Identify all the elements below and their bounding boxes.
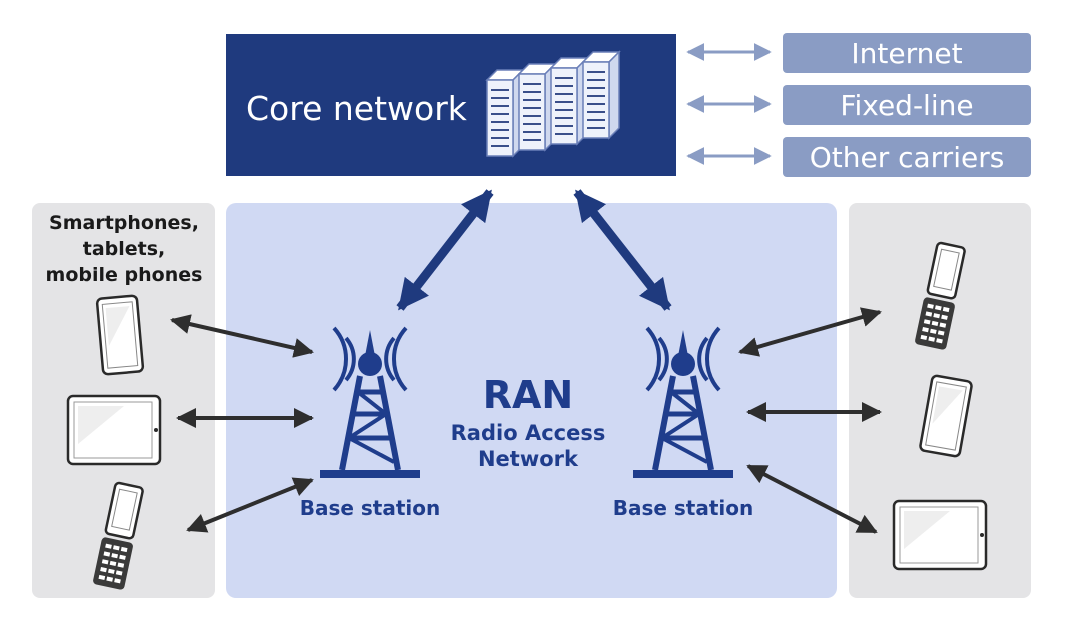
internet-box bbox=[783, 33, 1031, 73]
fixed-line-box bbox=[783, 85, 1031, 125]
right-device-arrow-1 bbox=[738, 307, 882, 357]
ran-panel bbox=[226, 203, 837, 598]
devices-label-line2: tablets, bbox=[83, 238, 166, 260]
ran-subtitle-line2: Network bbox=[478, 447, 579, 471]
right-device-arrow-3 bbox=[746, 464, 878, 534]
other-carriers-box bbox=[783, 137, 1031, 177]
devices-label-line3: mobile phones bbox=[46, 264, 203, 286]
core-network-label: Core network bbox=[246, 89, 468, 128]
left-device-arrow-1 bbox=[170, 314, 314, 358]
tablet-icon bbox=[66, 394, 162, 466]
ran-title: RAN bbox=[483, 373, 573, 417]
fixed-line-label: Fixed-line bbox=[840, 89, 973, 122]
base-station-label-left: Base station bbox=[300, 496, 441, 520]
ran-subtitle-line1: Radio Access bbox=[451, 421, 606, 445]
core-network-box: Core network bbox=[226, 34, 676, 176]
core-to-right-bs-arrow bbox=[573, 189, 672, 311]
base-station-label-right: Base station bbox=[613, 496, 754, 520]
internet-label: Internet bbox=[851, 37, 962, 70]
tablet-icon bbox=[892, 499, 988, 571]
left-device-arrow-3 bbox=[186, 477, 314, 533]
other-carriers-label: Other carriers bbox=[810, 141, 1005, 174]
core-to-left-bs-arrow bbox=[396, 189, 494, 311]
smartphone-icon bbox=[95, 294, 145, 376]
devices-label-line1: Smartphones, bbox=[49, 212, 199, 234]
external-connections: Internet Fixed-line Other carriers bbox=[686, 33, 1031, 177]
devices-label: Smartphones, tablets, mobile phones bbox=[46, 212, 203, 286]
